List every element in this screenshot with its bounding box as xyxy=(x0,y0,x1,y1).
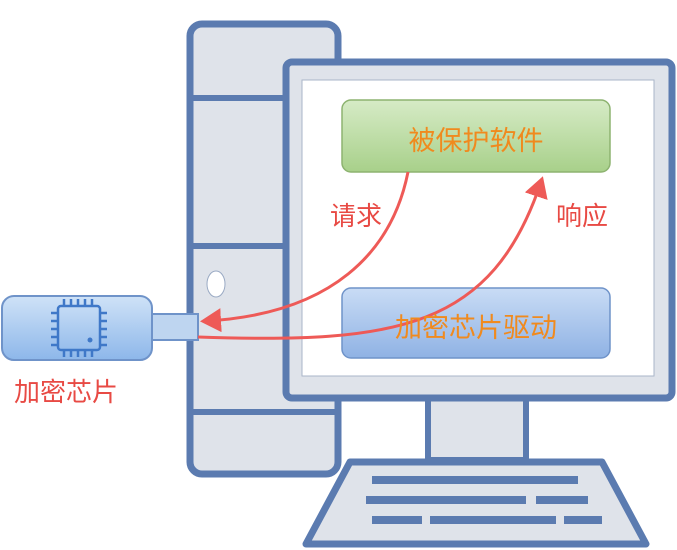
protected-software-label: 被保护软件 xyxy=(408,126,544,157)
chip-icon xyxy=(51,299,107,357)
chip-label: 加密芯片 xyxy=(14,378,119,408)
request-label: 请求 xyxy=(330,202,383,232)
response-arrow xyxy=(197,176,548,340)
response-label: 响应 xyxy=(556,202,609,232)
chip-driver-label: 加密芯片驱动 xyxy=(395,313,557,344)
power-led xyxy=(206,270,226,298)
usb-dongle xyxy=(1,295,199,361)
request-arrow xyxy=(200,171,410,333)
keyboard xyxy=(302,458,650,548)
protected-software-box xyxy=(341,99,611,173)
